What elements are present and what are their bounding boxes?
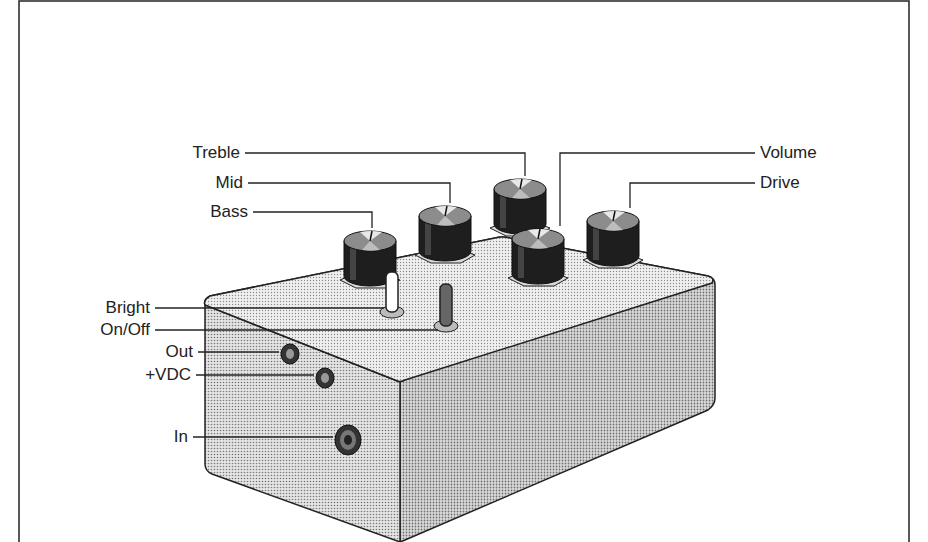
part-label: Bass <box>210 202 248 222</box>
frame <box>19 1 909 542</box>
knobs <box>340 179 643 288</box>
part-label: Mid <box>216 173 243 193</box>
part-label: Drive <box>760 173 800 193</box>
part-label: Bright <box>106 298 150 318</box>
part-label: On/Off <box>100 320 150 340</box>
knob <box>490 179 550 236</box>
leader-line <box>248 183 450 203</box>
leader-line <box>630 183 755 208</box>
leader-line <box>198 351 279 352</box>
leader-line <box>155 329 438 330</box>
knob <box>415 206 475 263</box>
leader-line <box>560 153 755 226</box>
part-label: Out <box>166 342 193 362</box>
enclosure <box>205 237 715 542</box>
jacks <box>281 344 361 455</box>
leader-line <box>196 374 314 375</box>
part-label: In <box>174 427 188 447</box>
part-label: Volume <box>760 143 817 163</box>
part-label: Treble <box>192 143 240 163</box>
knob <box>583 211 643 268</box>
leader-line <box>253 212 372 228</box>
toggle-switches <box>380 272 458 332</box>
leader-line <box>193 436 333 437</box>
leader-line <box>155 307 384 308</box>
leader-line <box>245 153 525 176</box>
knob <box>508 229 568 286</box>
part-label: +VDC <box>145 365 191 385</box>
